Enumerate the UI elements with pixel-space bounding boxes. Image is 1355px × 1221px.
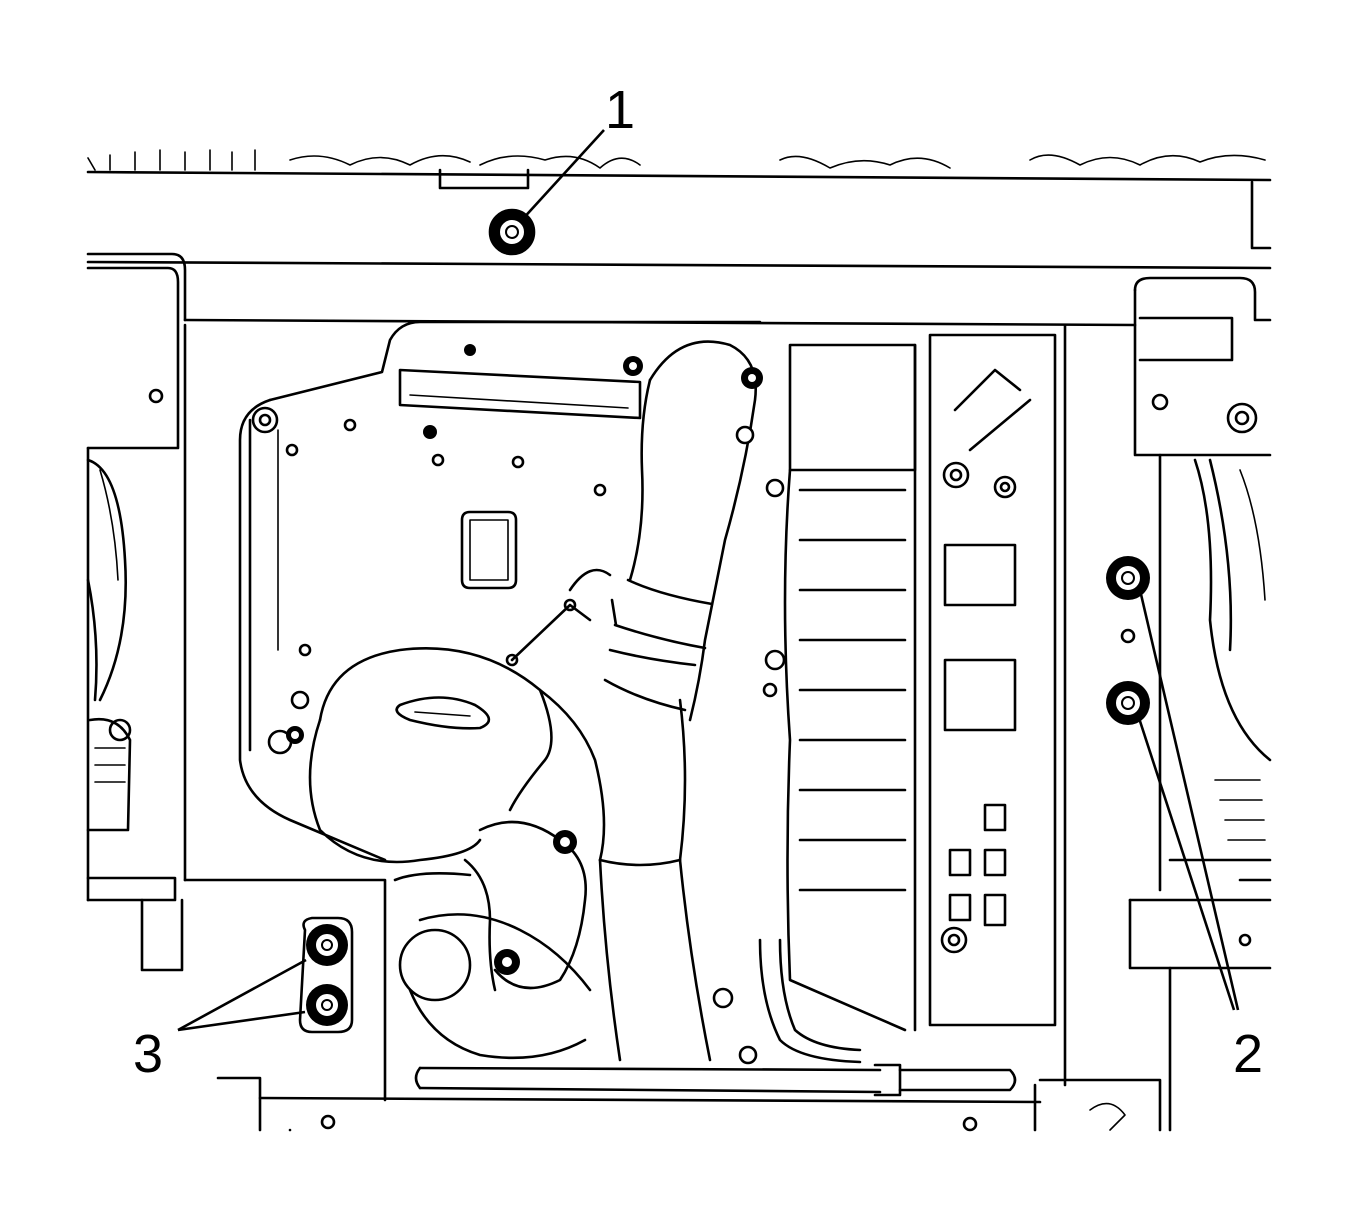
leader-lines	[177, 129, 1240, 1032]
lower-cooler-line	[414, 938, 1017, 1097]
upper-cross-member	[86, 149, 1272, 270]
callout-1: 1	[605, 80, 635, 140]
transmission-housing	[735, 333, 1057, 1032]
nut-3b	[306, 984, 348, 1026]
right-frame-rail	[1033, 323, 1272, 1132]
nut-3a	[306, 924, 348, 966]
engine-block	[238, 320, 762, 862]
right-upper-bracket	[1133, 276, 1272, 457]
left-lower-bracket	[183, 878, 1042, 1132]
nut-1	[488, 208, 536, 256]
upper-radiator-hose	[603, 340, 757, 722]
callout-2: 2	[1233, 1024, 1263, 1084]
misc-bolts	[286, 344, 763, 975]
left-frame-rail	[86, 323, 187, 972]
nut-2b	[1106, 681, 1150, 725]
exhaust-pipe	[308, 647, 712, 1062]
nut-2a	[1106, 556, 1150, 600]
callout-3: 3	[133, 1024, 163, 1084]
